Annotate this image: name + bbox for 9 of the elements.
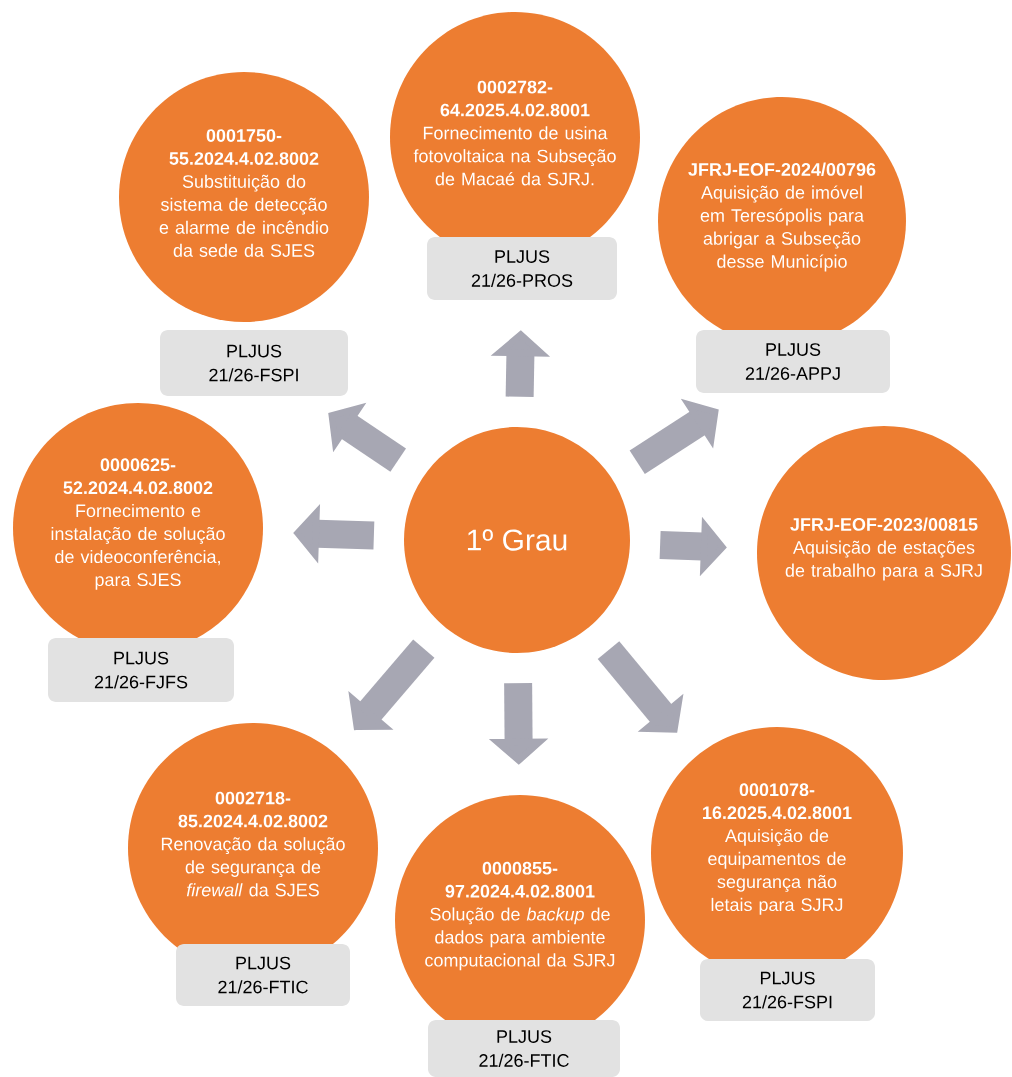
plan-tag-box: PLJUS 21/26-FTIC [428,1020,620,1077]
block-arrow [629,398,719,474]
plan-tag-box: PLJUS 21/26-FSPI [160,330,348,396]
plan-tag-box: PLJUS 21/26-FJFS [48,638,234,702]
plan-tag-box: PLJUS 21/26-APPJ [696,330,890,393]
block-arrow [597,641,684,733]
plan-tag-box: PLJUS 21/26-FSPI [700,959,875,1021]
plan-tag-box: PLJUS 21/26-PROS [427,237,617,300]
plan-tag-box: PLJUS 21/26-FTIC [176,944,350,1006]
